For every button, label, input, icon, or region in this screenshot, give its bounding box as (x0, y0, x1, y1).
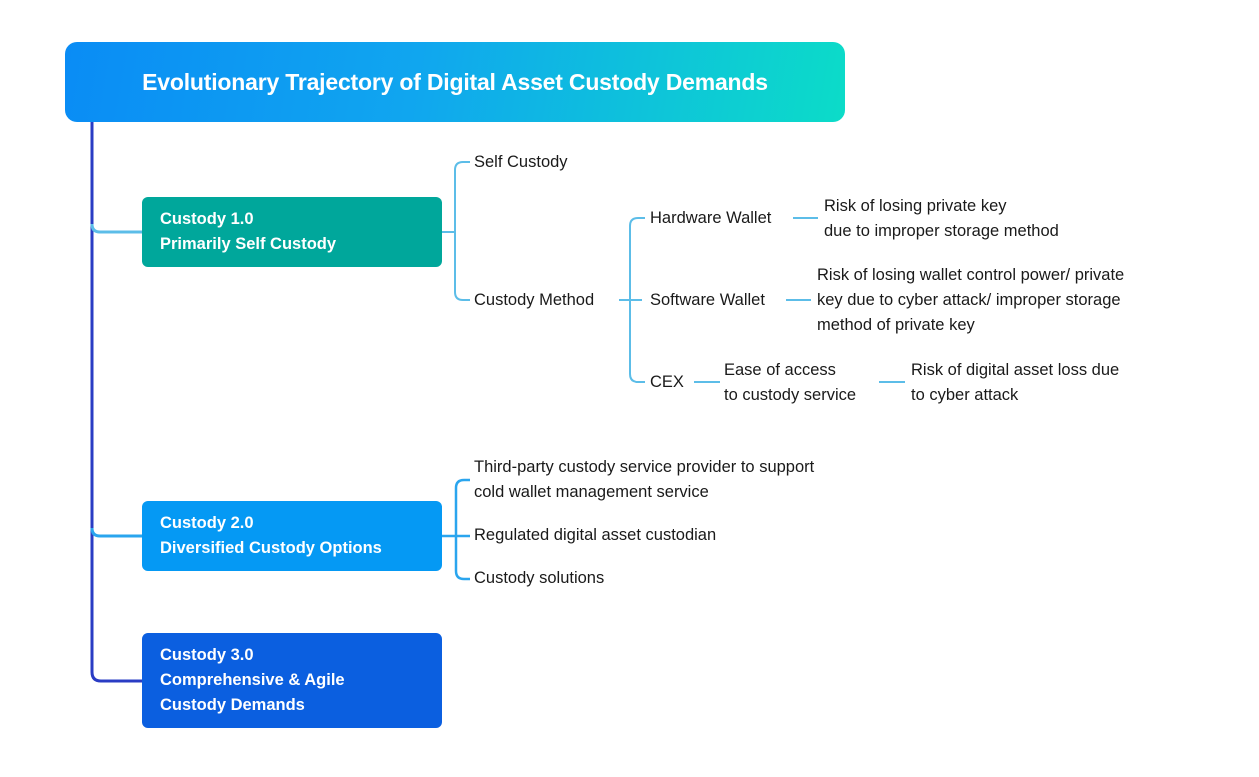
stage-name: Custody 3.0 (160, 646, 254, 664)
stage-name: Custody 1.0 (160, 210, 254, 228)
diagram-title: Evolutionary Trajectory of Digital Asset… (142, 68, 768, 95)
text-line: Third-party custody service provider to … (474, 458, 815, 476)
node-custody-solutions: Custody solutions (474, 569, 605, 587)
text-line: to custody service (724, 386, 857, 404)
text-line: method of private key (817, 316, 975, 334)
stage-custody-3: Custody 3.0 Comprehensive & Agile Custod… (142, 633, 442, 728)
text-line: key due to cyber attack/ improper storag… (817, 291, 1121, 309)
stage-custody-2: Custody 2.0 Diversified Custody Options (142, 501, 442, 571)
node-software-wallet: Software Wallet (650, 291, 765, 309)
title-box: Evolutionary Trajectory of Digital Asset… (65, 42, 845, 122)
stage-subtitle: Custody Demands (160, 696, 305, 714)
node-hardware-wallet: Hardware Wallet (650, 209, 772, 227)
text-line: cold wallet management service (474, 483, 709, 501)
connector-s1-bracket (442, 161, 470, 301)
text-line: Risk of digital asset loss due (911, 361, 1120, 379)
node-hardware-risk: Risk of losing private key due to improp… (824, 194, 1059, 244)
text-line: Risk of losing wallet control power/ pri… (817, 266, 1125, 284)
stage-custody-1: Custody 1.0 Primarily Self Custody (142, 197, 442, 267)
node-self-custody: Self Custody (474, 153, 568, 171)
stage-subtitle: Primarily Self Custody (160, 235, 337, 253)
connector-method-bracket (619, 217, 645, 383)
text-line: to cyber attack (911, 386, 1019, 404)
node-third-party-provider: Third-party custody service provider to … (474, 455, 814, 505)
node-software-risk: Risk of losing wallet control power/ pri… (817, 263, 1124, 338)
text-line: Ease of access (724, 361, 836, 379)
connector-stage2 (90, 527, 142, 538)
trunk-line (90, 122, 142, 683)
text-line: Risk of losing private key (824, 197, 1007, 215)
stage-subtitle: Diversified Custody Options (160, 539, 382, 557)
node-regulated-custodian: Regulated digital asset custodian (474, 526, 717, 544)
node-cex-benefit: Ease of access to custody service (724, 358, 856, 408)
node-custody-method: Custody Method (474, 291, 595, 309)
node-cex-risk: Risk of digital asset loss due to cyber … (911, 358, 1119, 408)
stage-subtitle: Comprehensive & Agile (160, 671, 345, 689)
stage-name: Custody 2.0 (160, 514, 254, 532)
connector-s2-bracket (442, 478, 470, 581)
connector-stage1 (90, 223, 142, 234)
text-line: due to improper storage method (824, 222, 1059, 240)
node-cex: CEX (650, 373, 684, 391)
